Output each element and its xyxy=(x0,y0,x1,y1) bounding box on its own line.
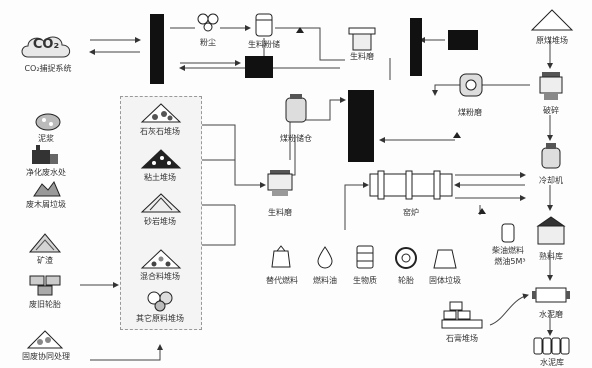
oil-tank-icon xyxy=(501,223,515,243)
clinker-silo-icon xyxy=(536,216,566,245)
link-silo-right xyxy=(275,27,345,61)
sludge-label: 泥浆 xyxy=(38,134,54,143)
other-raw-icon xyxy=(147,291,173,312)
crusher-icon xyxy=(539,72,563,100)
coal-mill-icon xyxy=(459,73,483,97)
cement-label: 水泥库 xyxy=(540,358,564,367)
coal-dust-icon xyxy=(33,181,61,197)
mixed-pile-icon xyxy=(140,249,182,269)
gypsum-label: 石膏堆场 xyxy=(446,334,478,343)
limestone-label: 石灰石堆场 xyxy=(140,127,180,136)
link-gypsum-to-mill xyxy=(489,293,529,326)
alt-fuel-label-4: 轮胎 xyxy=(398,276,414,285)
alt-fuel-label-5: 固体垃圾 xyxy=(429,276,461,285)
co2-system-label: CO₂捕捉系统 xyxy=(24,64,72,73)
tire-label: 废旧轮胎 xyxy=(29,300,61,309)
tire-stack-icon xyxy=(29,275,61,296)
fuel-tank-label: 柴油燃料 xyxy=(492,246,524,255)
limestone-pile-icon xyxy=(140,103,182,123)
alt-fuel-label-1: 替代燃料 xyxy=(266,276,298,285)
cement-mill-icon xyxy=(532,287,570,303)
raw-silo-label: 生料粉储 xyxy=(248,40,280,49)
preheater-tower xyxy=(348,90,374,162)
clinker-silo-label: 熟料库 xyxy=(539,252,563,261)
dust-label: 粉尘 xyxy=(200,38,216,47)
slag-pile-icon xyxy=(28,233,62,253)
raw-mill-icon xyxy=(267,170,293,196)
coal-dust-label: 废木屑垃圾 xyxy=(26,200,66,209)
coal-silo-icon xyxy=(285,94,307,123)
dust-icon xyxy=(197,13,219,32)
stockpile-panel xyxy=(120,96,202,330)
slag-label: 矿渣 xyxy=(37,256,53,265)
alt-fuel-label-2: 燃料油 xyxy=(313,276,337,285)
marker-tri-3 xyxy=(478,208,486,214)
fan-block-right xyxy=(448,30,478,50)
clay-label: 粘土堆场 xyxy=(144,173,176,182)
link-panel-row4 xyxy=(200,205,236,246)
alt-fuel-bag-icon xyxy=(271,245,291,268)
co2-cloud-icon xyxy=(21,36,71,58)
clay-pile-icon xyxy=(140,149,182,169)
coal-mill-label: 煤粉磨 xyxy=(458,108,482,117)
link-panel-to-rawmill xyxy=(200,124,266,188)
oil-label: 燃油5M³ xyxy=(494,257,526,266)
coal-silo-label: 煤粉储仓 xyxy=(280,134,312,143)
fuel-oil-drop-icon xyxy=(317,246,333,269)
raw-mill-top-label: 生料磨 xyxy=(350,52,374,61)
stack-left xyxy=(150,14,164,84)
solid-waste-icon xyxy=(26,330,64,349)
cement-silos-icon xyxy=(533,337,570,355)
link-solid-waste-to-panel xyxy=(90,344,163,361)
cooler-icon xyxy=(541,143,561,169)
link-alt-to-kiln xyxy=(344,182,369,230)
biomass-drum-icon xyxy=(356,245,374,269)
marker-tri-1 xyxy=(296,27,304,33)
purify-label: 净化废水处 xyxy=(26,168,66,177)
cooler-label: 冷却机 xyxy=(539,176,563,185)
raw-mill-label: 生料磨 xyxy=(268,208,292,217)
raw-mill-top-icon xyxy=(348,27,376,51)
sludge-icon xyxy=(35,113,61,131)
purify-plant-icon xyxy=(32,145,58,164)
crusher-label: 破碎 xyxy=(543,106,559,115)
coal-pile-label: 原煤堆场 xyxy=(536,36,568,45)
gypsum-pile-icon xyxy=(441,301,483,329)
cement-mill-label: 水泥磨 xyxy=(539,310,563,319)
rotary-kiln-icon xyxy=(369,170,453,200)
other-raw-label: 其它原料堆场 xyxy=(136,314,184,323)
sand-pile-icon xyxy=(140,193,182,213)
sand-label: 砂岩堆场 xyxy=(144,217,176,226)
coal-pile-icon xyxy=(530,9,574,31)
solid-refuse-icon xyxy=(433,249,457,269)
tire-ring-icon xyxy=(395,247,417,269)
marker-tri-2 xyxy=(453,132,461,138)
raw-silo-icon xyxy=(255,13,273,37)
kiln-label: 窑炉 xyxy=(403,208,419,217)
mixed-label: 混合料堆场 xyxy=(140,272,180,281)
link-rawmill-up xyxy=(289,97,346,160)
solid-waste-label: 固废协同处理 xyxy=(22,352,70,361)
stack-right xyxy=(410,18,422,76)
co2-text: CO₂ xyxy=(32,37,60,52)
link-crusher-to-block xyxy=(432,84,530,96)
preheater-block-a xyxy=(245,56,273,78)
alt-fuel-label-3: 生物质 xyxy=(353,276,377,285)
